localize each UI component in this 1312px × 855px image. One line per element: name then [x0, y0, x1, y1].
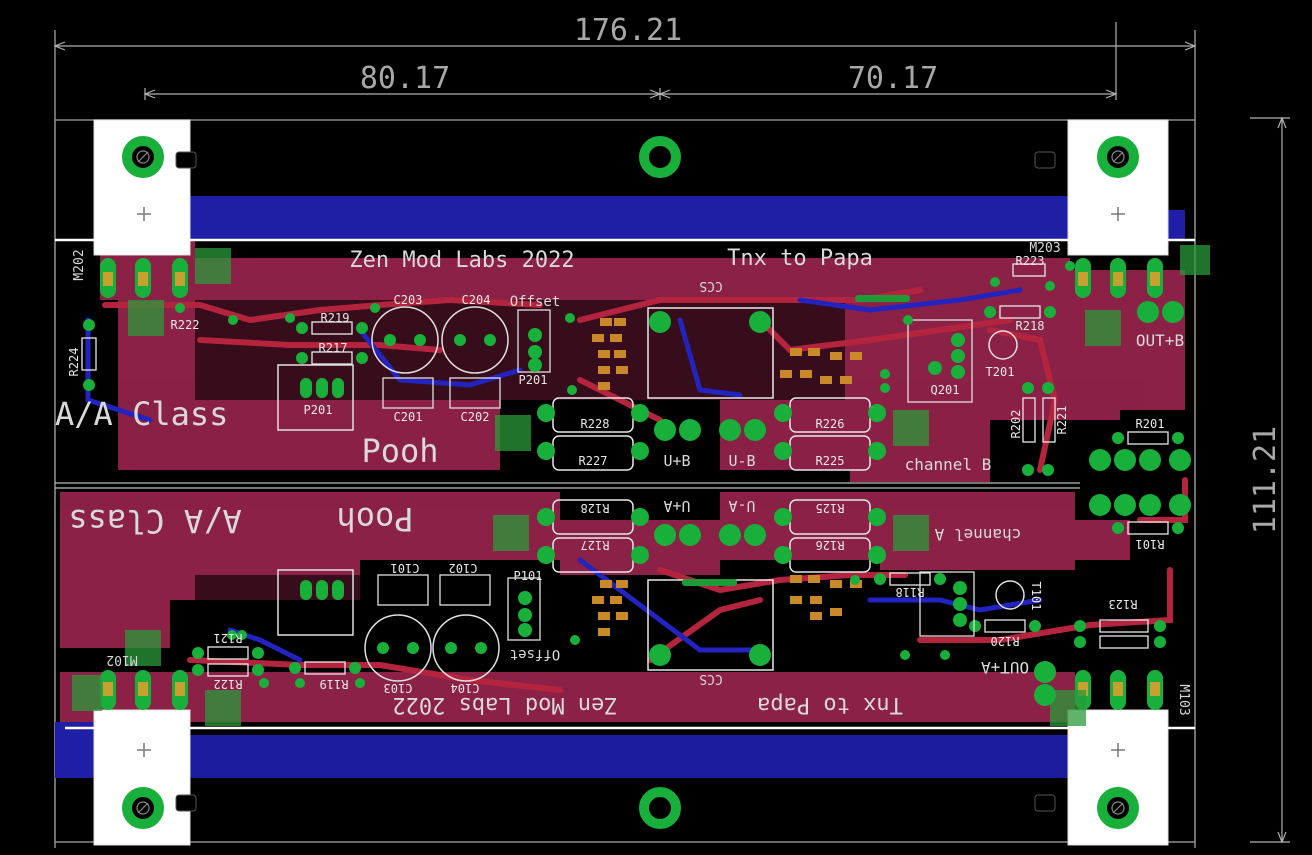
- electrolytic-capacitors: [364, 306, 1025, 682]
- ref-r222: R222: [171, 318, 200, 332]
- ref-r122: R122: [214, 677, 243, 691]
- power-resistor-pads: [537, 311, 886, 666]
- ref-q201: Q201: [931, 383, 960, 397]
- ref-r221: R221: [1055, 406, 1069, 435]
- ref-r224: R224: [67, 348, 81, 377]
- bottom-ccs-label: CCS: [699, 671, 722, 686]
- top-name-label: Pooh: [361, 432, 438, 470]
- top-rail-minus-label: U-B: [728, 452, 755, 470]
- trimmer-pads: [300, 328, 967, 637]
- ref-r223: R223: [1016, 254, 1045, 268]
- trimmers: [277, 309, 975, 641]
- top-channel-label: channel B: [905, 455, 992, 474]
- silkscreen-bars: [55, 238, 1195, 730]
- ref-r218: R218: [1016, 319, 1045, 333]
- ref-c101: C101: [391, 561, 420, 575]
- ref-p201: P201: [304, 403, 333, 417]
- ref-r217: R217: [319, 341, 348, 355]
- small-vias: [175, 261, 1075, 688]
- bottom-channel-label: channel A: [934, 525, 1021, 544]
- ref-c202: C202: [461, 410, 490, 424]
- ref-c203: C203: [394, 293, 423, 307]
- bottom-reference-designators: R128 R127 R125 R126 R119 R120 R122 R121 …: [214, 501, 1165, 695]
- top-brand-label: Zen Mod Labs 2022: [349, 248, 574, 273]
- ref-r123: R123: [1109, 597, 1138, 611]
- capacitor-pads: [377, 334, 496, 654]
- dimension-overall-height: 111.21: [1248, 426, 1283, 534]
- top-reference-designators: R222 R219 R217 R224 R228 R227 R226 R225 …: [67, 254, 1164, 468]
- rail-connectors: [654, 301, 1191, 706]
- ref-r228: R228: [581, 417, 610, 431]
- dimension-overall-width: 176.21: [574, 13, 682, 48]
- ref-r126: R126: [816, 538, 845, 552]
- ref-r202: R202: [1009, 410, 1023, 439]
- via-strip: [682, 295, 910, 586]
- ref-t101: T101: [1029, 582, 1043, 611]
- top-mosfet-left-label: M202: [72, 249, 87, 280]
- top-class-label: A/A Class: [55, 395, 228, 433]
- ref-p101: P101: [514, 569, 543, 583]
- mounting-hole-bottom-center: [639, 787, 681, 829]
- ref-r125: R125: [816, 501, 845, 515]
- ref-r219: R219: [321, 311, 350, 325]
- ref-r101: R101: [1136, 537, 1165, 551]
- ref-c103: C103: [384, 681, 413, 695]
- top-out-label: OUT+B: [1136, 331, 1184, 350]
- dimension-left-span: 80.17: [360, 61, 450, 96]
- board-outline: [54, 119, 1196, 843]
- ref-c104: C104: [451, 681, 480, 695]
- bottom-copper-layer: [55, 196, 1185, 778]
- axial-pads: [83, 306, 1184, 676]
- ref-c201: C201: [394, 410, 423, 424]
- channel-separator: [55, 482, 1080, 489]
- bottom-class-label: A/A Class: [68, 502, 241, 540]
- ref-c102: C102: [449, 561, 478, 575]
- ref-r226: R226: [816, 417, 845, 431]
- bottom-offset-label: Offset: [510, 646, 561, 662]
- component-bodies: [195, 300, 845, 670]
- ref-r118: R118: [896, 585, 925, 599]
- ref-r120: R120: [991, 634, 1020, 648]
- ref-r119: R119: [320, 677, 349, 691]
- ref-r128: R128: [581, 501, 610, 515]
- axial-parts: [81, 263, 1169, 677]
- bottom-name-label: Pooh: [336, 500, 413, 538]
- mounting-holes: [122, 136, 1139, 829]
- bottom-rail-plus-label: U+A: [663, 497, 690, 515]
- top-thanks-label: Tnx to Papa: [727, 246, 873, 271]
- ref-p201b: P201: [519, 373, 548, 387]
- bottom-brand-label: Zen Mod Labs 2022: [392, 692, 617, 717]
- ref-r227: R227: [579, 454, 608, 468]
- bottom-mosfet-right-label: M103: [1176, 684, 1191, 715]
- ref-r225: R225: [816, 454, 845, 468]
- mosfet-crosses: [137, 207, 1125, 757]
- dimension-right-span: 70.17: [848, 61, 938, 96]
- top-offset-label: Offset: [510, 294, 561, 310]
- via-arrays: [72, 245, 1210, 726]
- mosfet-leg-pads: [103, 272, 1160, 696]
- ref-t201: T201: [986, 365, 1015, 379]
- ref-r127: R127: [581, 538, 610, 552]
- top-rail-plus-label: U+B: [663, 452, 690, 470]
- bottom-thanks-label: Tnx to Papa: [757, 692, 903, 717]
- bottom-rail-minus-label: U-A: [728, 497, 755, 515]
- ref-c204: C204: [462, 293, 491, 307]
- top-channel-labels: Zen Mod Labs 2022 Tnx to Papa A/A Class …: [55, 241, 1184, 474]
- ref-r201: R201: [1136, 417, 1165, 431]
- top-mosfet-right-label: M203: [1029, 241, 1060, 256]
- film-capacitors: [377, 377, 501, 606]
- bottom-channel-labels: Zen Mod Labs 2022 Tnx to Papa A/A Class …: [68, 497, 1191, 717]
- ref-r121: R121: [214, 631, 243, 645]
- top-ccs-label: CCS: [699, 278, 722, 293]
- bottom-out-label: OUT+A: [981, 658, 1030, 677]
- mounting-hole-top-center: [639, 136, 681, 178]
- bottom-mosfet-left-label: M102: [106, 652, 137, 667]
